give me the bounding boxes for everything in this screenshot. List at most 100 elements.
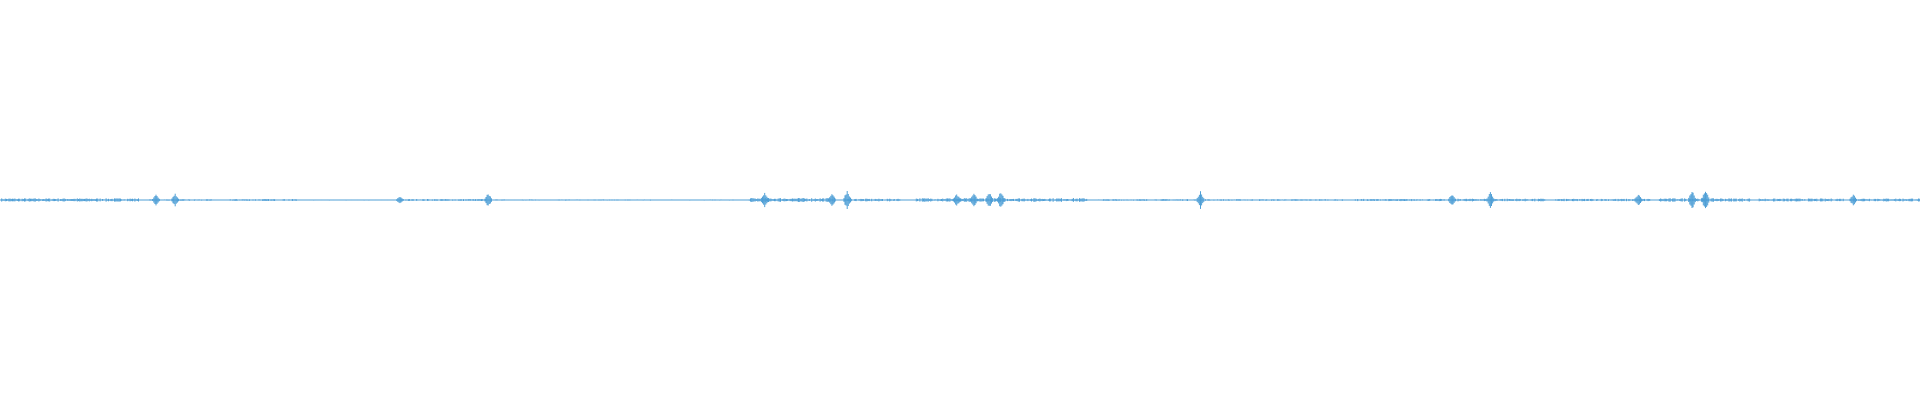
waveform-sample bbox=[868, 198, 870, 202]
waveform-sample bbox=[1076, 198, 1078, 202]
waveform-sample bbox=[145, 199, 147, 201]
waveform-sample bbox=[525, 199, 527, 201]
waveform-peak bbox=[1691, 192, 1693, 208]
waveform-sample bbox=[446, 199, 448, 201]
waveform-sample bbox=[343, 199, 345, 201]
waveform-sample bbox=[1782, 198, 1784, 202]
waveform-sample bbox=[180, 199, 182, 201]
waveform-sample bbox=[1906, 199, 1908, 201]
waveform-sample bbox=[968, 198, 970, 202]
waveform-sample bbox=[1269, 199, 1271, 201]
waveform-sample bbox=[895, 199, 897, 201]
waveform-sample bbox=[1136, 199, 1138, 201]
waveform-sample bbox=[1813, 198, 1815, 202]
waveform-sample bbox=[388, 199, 390, 201]
waveform-sample bbox=[625, 199, 627, 201]
waveform-sample bbox=[1292, 199, 1294, 201]
waveform-sample bbox=[936, 199, 938, 201]
waveform-sample bbox=[677, 199, 679, 201]
waveform-sample bbox=[1390, 199, 1392, 201]
waveform-sample bbox=[1680, 198, 1682, 202]
waveform-sample bbox=[228, 199, 230, 201]
waveform-sample bbox=[864, 199, 865, 201]
waveform-peak bbox=[154, 196, 156, 204]
waveform-sample bbox=[245, 199, 247, 201]
waveform-sample bbox=[1323, 199, 1325, 201]
waveform-sample bbox=[950, 199, 952, 201]
waveform-sample bbox=[1900, 198, 1902, 202]
waveform-peak bbox=[173, 195, 175, 205]
waveform-sample bbox=[1481, 199, 1483, 201]
waveform-sample bbox=[884, 199, 886, 201]
waveform-sample bbox=[319, 199, 321, 201]
waveform-peak bbox=[1196, 198, 1198, 202]
waveform-sample bbox=[1867, 199, 1869, 201]
waveform-sample bbox=[788, 199, 790, 201]
waveform-sample bbox=[1540, 198, 1542, 202]
waveform-sample bbox=[1305, 199, 1307, 201]
waveform-sample bbox=[665, 199, 667, 201]
waveform-sample bbox=[561, 199, 563, 201]
waveform-sample bbox=[1283, 199, 1284, 201]
waveform-sample bbox=[1321, 199, 1323, 201]
waveform-sample bbox=[84, 198, 85, 202]
waveform-sample bbox=[804, 198, 805, 202]
waveform-sample bbox=[191, 199, 193, 201]
waveform-sample bbox=[1642, 199, 1644, 201]
waveform-sample bbox=[921, 198, 923, 202]
waveform-sample bbox=[733, 199, 735, 201]
waveform-sample bbox=[1085, 199, 1086, 201]
waveform-sample bbox=[1028, 199, 1030, 201]
waveform-sample bbox=[1161, 199, 1163, 201]
waveform-sample bbox=[672, 199, 674, 201]
waveform-sample bbox=[1257, 199, 1259, 201]
waveform-sample bbox=[274, 199, 276, 201]
waveform-sample bbox=[1593, 199, 1595, 201]
waveform-sample bbox=[136, 199, 138, 201]
waveform-sample bbox=[208, 199, 210, 201]
waveform-sample bbox=[1004, 198, 1006, 202]
waveform-sample bbox=[700, 199, 702, 201]
waveform-sample bbox=[1164, 199, 1166, 201]
waveform-sample bbox=[649, 199, 651, 201]
waveform-sample bbox=[1771, 199, 1773, 201]
waveform-sample bbox=[736, 199, 738, 201]
waveform-sample bbox=[867, 199, 869, 201]
waveform-sample bbox=[1308, 199, 1310, 201]
waveform-peak bbox=[952, 198, 954, 202]
waveform-sample bbox=[503, 199, 505, 201]
waveform-sample bbox=[896, 199, 898, 201]
waveform-sample bbox=[701, 199, 703, 201]
waveform-sample bbox=[696, 199, 698, 201]
waveform-sample bbox=[594, 199, 596, 201]
waveform-sample bbox=[1358, 199, 1360, 201]
waveform-sample bbox=[1040, 199, 1042, 201]
waveform-sample bbox=[531, 199, 533, 201]
waveform-sample bbox=[532, 199, 534, 201]
waveform-sample bbox=[1073, 198, 1074, 202]
waveform-sample bbox=[1662, 199, 1664, 201]
waveform-sample bbox=[1211, 199, 1212, 201]
waveform-sample bbox=[166, 199, 168, 201]
waveform-sample bbox=[1419, 199, 1421, 201]
waveform-sample bbox=[645, 199, 647, 201]
waveform-sample bbox=[106, 199, 108, 201]
waveform-sample bbox=[30, 198, 31, 202]
waveform-sample bbox=[1386, 199, 1387, 201]
waveform-sample bbox=[1505, 199, 1507, 201]
waveform-sample bbox=[1366, 199, 1368, 201]
waveform-sample bbox=[598, 199, 600, 201]
waveform-sample bbox=[1914, 199, 1916, 201]
waveform-sample bbox=[1609, 199, 1611, 201]
waveform-peak bbox=[1640, 197, 1641, 203]
waveform-sample bbox=[1793, 199, 1795, 201]
waveform-sample bbox=[678, 199, 680, 201]
waveform-sample bbox=[1130, 199, 1132, 201]
waveform-sample bbox=[926, 198, 928, 202]
waveform-sample bbox=[817, 199, 819, 201]
waveform-sample bbox=[536, 199, 538, 201]
waveform-sample bbox=[1068, 199, 1070, 201]
waveform-peak bbox=[1491, 194, 1492, 206]
